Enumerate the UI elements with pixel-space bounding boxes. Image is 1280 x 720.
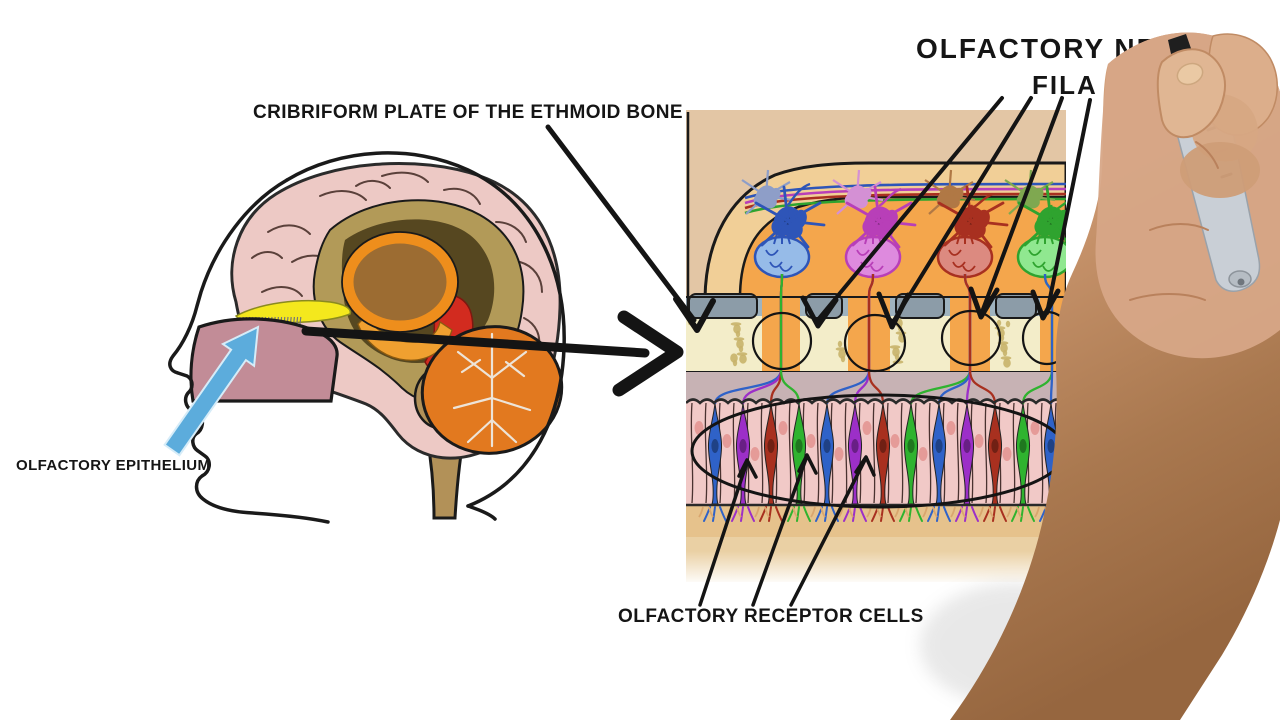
- fila-circles: [751, 309, 1073, 373]
- ring-finger-wrap: [1180, 142, 1260, 198]
- epithelium-layer: [686, 400, 1066, 505]
- mucus-layer-light: [686, 537, 1066, 551]
- mucus-layer: [686, 505, 1066, 537]
- nasal-cavity-block: [189, 317, 339, 403]
- fila-label: FILA: [1032, 70, 1098, 100]
- fila-leader-lines: [814, 96, 1092, 324]
- limbic-band: [312, 199, 525, 403]
- cribriform-blocks: [688, 293, 1037, 319]
- olfactory-epithelium-label: OLFACTORY EPITHELIUM: [16, 457, 211, 474]
- head-sagittal-illustration: [163, 151, 566, 524]
- magnify-arrow-chevron: [612, 310, 684, 397]
- epithelium-cells: [690, 402, 1066, 505]
- midbrain-red: [424, 293, 474, 374]
- hypothalamus-hook: [357, 314, 453, 361]
- index-finger: [1204, 33, 1278, 136]
- epithelium-diagram: [686, 110, 1066, 582]
- receptor-leader-lines: [698, 453, 876, 607]
- axon-fibers: [713, 273, 1054, 405]
- marker-body: [1169, 84, 1261, 293]
- corpus-callosum-ring: [342, 232, 458, 332]
- neck-back-outline: [466, 504, 497, 521]
- olfactory-receptor-cells-label: OLFACTORY RECEPTOR CELLS: [618, 606, 924, 627]
- olfactory-nerve-label: OLFACTORY NE: [916, 33, 1158, 64]
- lamina-propria: [686, 372, 1066, 400]
- cribriform-leader-line: [545, 124, 697, 323]
- brain-dark-core: [341, 219, 495, 364]
- epithelium-top-edge: [686, 398, 1065, 405]
- marker-tip: [1168, 34, 1204, 96]
- bulb-outer: [703, 161, 1066, 300]
- marker-label-text: [1206, 124, 1233, 179]
- hand-back: [1095, 32, 1280, 359]
- cerebrum-sulci: [243, 171, 543, 401]
- diagram-background: [686, 110, 1066, 532]
- magnify-arrow-shaft: [301, 326, 650, 358]
- middle-finger-wrap: [1190, 93, 1258, 162]
- mitral-cells-and-glomeruli: [741, 169, 1066, 279]
- cribriform-band: [686, 297, 1066, 317]
- cilia-tufts: [698, 506, 1063, 522]
- ethmoid-bone: [686, 316, 1040, 372]
- marker-butt-cap: [1228, 270, 1252, 288]
- nerve-hatching: [237, 316, 306, 344]
- marker-butt-dot: [1237, 278, 1245, 286]
- receptor-cells-circle: [690, 393, 1068, 509]
- cerebellum: [420, 325, 564, 455]
- axon-tract-lines: [744, 182, 1066, 215]
- pons: [413, 366, 467, 430]
- olfactory-bulb-strip: [234, 299, 352, 324]
- cribriform-arrowhead: [673, 296, 716, 333]
- fila-arrowheads: [800, 286, 1061, 330]
- arbor-vitae: [452, 332, 532, 448]
- corpus-callosum-outline: [341, 231, 459, 333]
- bone-speckles: [687, 318, 1012, 368]
- bulb-inner-orange: [738, 195, 1066, 300]
- cribriform-plate-label: CRIBRIFORM PLATE OF THE ETHMOID BONE: [253, 102, 683, 123]
- forearm: [950, 32, 1280, 720]
- brainstem-spinal-cord: [406, 340, 487, 520]
- foramina-channels: [762, 294, 1066, 372]
- knuckle-creases: [1129, 141, 1219, 301]
- mucus-fade: [686, 551, 1066, 582]
- hand-with-marker: [920, 32, 1280, 720]
- cerebrum: [230, 161, 562, 460]
- marker-pen: [1168, 34, 1261, 293]
- epithelium-pointer-arrow: [163, 325, 260, 457]
- thumbnail: [1176, 62, 1204, 86]
- hand-shadow: [920, 583, 1110, 707]
- annotation-arrows: [301, 96, 1092, 607]
- skull-outline: [285, 151, 566, 508]
- thumb: [1156, 48, 1226, 139]
